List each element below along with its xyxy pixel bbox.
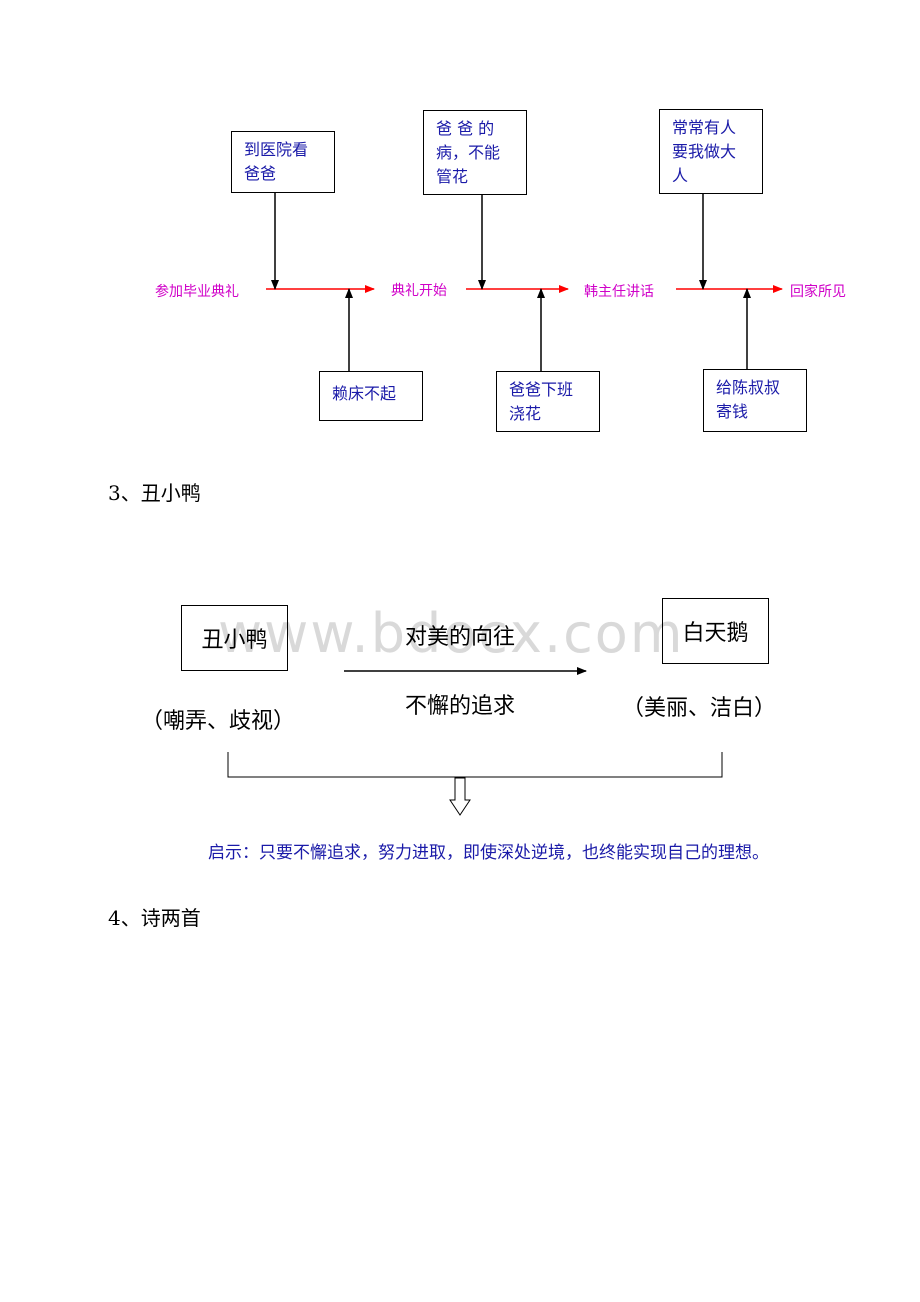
bottom-box-send-money-text: 给陈叔叔寄钱 xyxy=(716,378,781,421)
bottom-box-send-money: 给陈叔叔寄钱 xyxy=(703,369,807,432)
summary-bracket xyxy=(227,752,723,778)
section-3-heading: 3、丑小鸭 xyxy=(108,481,201,505)
bottom-box-water-flowers-text: 爸爸下班浇花 xyxy=(509,380,574,423)
arrow-label-yearning: 对美的向往 xyxy=(405,625,516,650)
bottom-box-water-flowers: 爸爸下班浇花 xyxy=(496,371,600,432)
ugly-duckling-text: 丑小鸭 xyxy=(201,628,268,653)
arrow-label-pursuit: 不懈的追求 xyxy=(405,694,516,719)
stage-graduation: 参加毕业典礼 xyxy=(155,284,239,300)
top-box-dad-sick: 爸 爸 的病，不能管花 xyxy=(423,110,527,195)
white-swan-text: 白天鹅 xyxy=(682,621,749,646)
hollow-down-arrow xyxy=(449,777,471,816)
right-note: （美丽、洁白） xyxy=(622,696,777,721)
top-box-dad-sick-text: 爸 爸 的病，不能管花 xyxy=(436,119,501,186)
white-swan-box: 白天鹅 xyxy=(662,598,769,664)
top-box-grown-up-text: 常常有人要我做大人 xyxy=(672,118,737,185)
bottom-box-oversleep: 赖床不起 xyxy=(319,371,423,421)
watermark: www.bdocx.com xyxy=(218,602,685,665)
insight-text: 启示：只要不懈追求，努力进取，即使深处逆境，也终能实现自己的理想。 xyxy=(208,843,769,863)
stage-director-speech: 韩主任讲话 xyxy=(584,284,654,300)
top-box-hospital: 到医院看爸爸 xyxy=(231,131,335,193)
top-box-hospital-text: 到医院看爸爸 xyxy=(244,140,309,183)
section-4-heading: 4、诗两首 xyxy=(108,906,201,930)
top-box-grown-up: 常常有人要我做大人 xyxy=(659,109,763,194)
stage-ceremony-begins: 典礼开始 xyxy=(391,283,447,299)
left-note: （嘲弄、歧视） xyxy=(141,709,296,734)
stage-going-home: 回家所见 xyxy=(790,284,846,300)
bottom-box-oversleep-text: 赖床不起 xyxy=(332,384,397,403)
ugly-duckling-box: 丑小鸭 xyxy=(181,605,288,671)
